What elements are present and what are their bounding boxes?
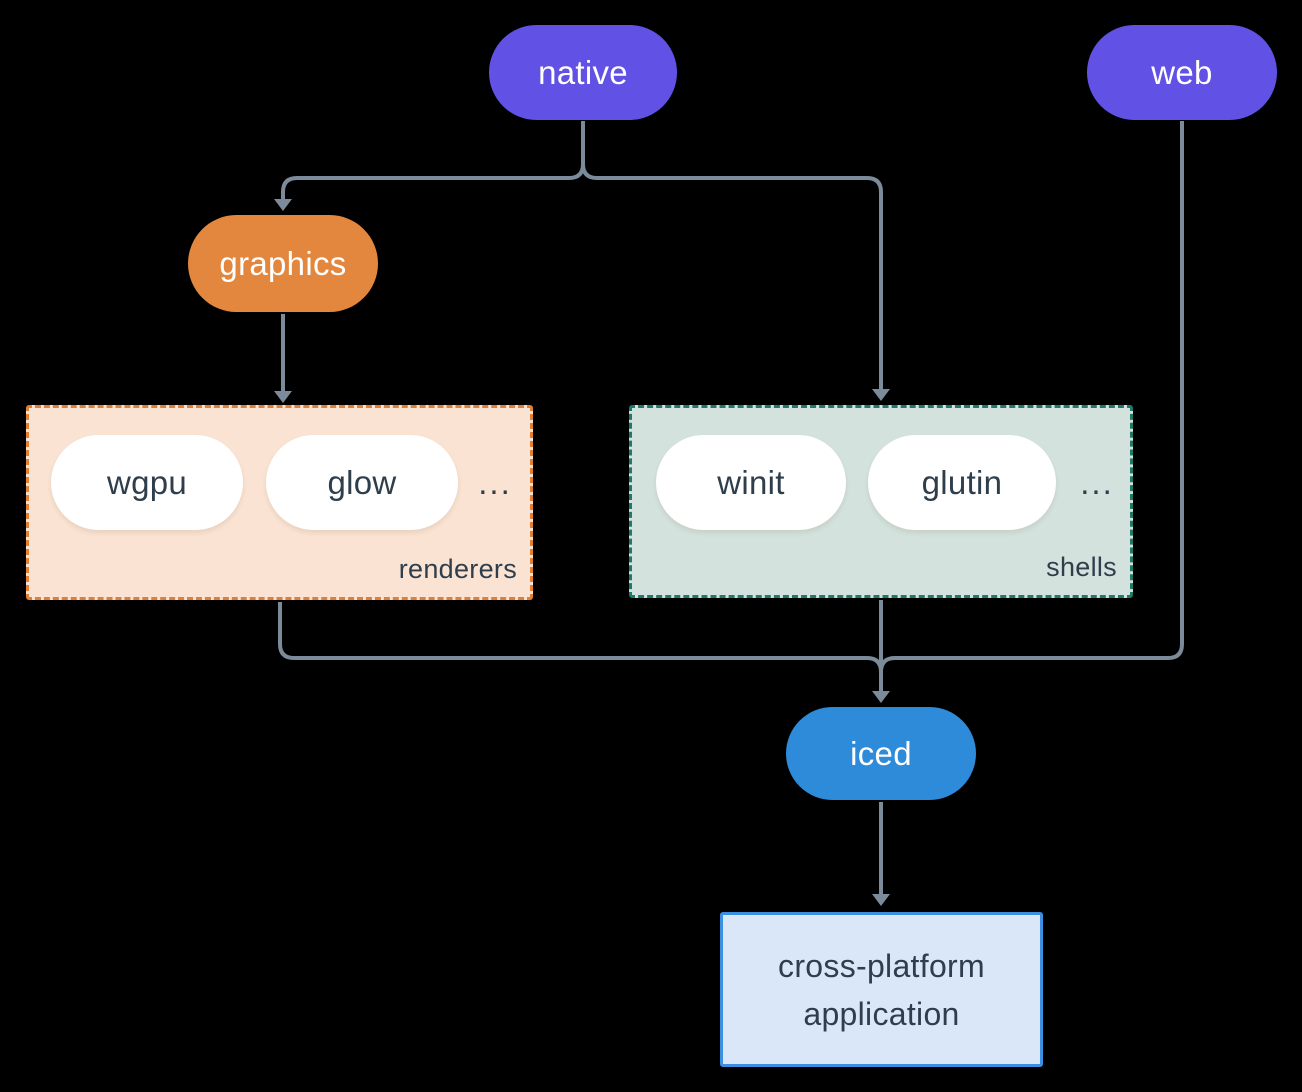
node-glutin-label: glutin xyxy=(921,463,1003,501)
node-glow-label: glow xyxy=(327,463,397,501)
node-graphics: graphics xyxy=(188,215,378,312)
arrowhead-application xyxy=(872,894,890,906)
node-native: native xyxy=(489,25,677,120)
node-web: web xyxy=(1087,25,1277,120)
connector-native-to-graphics xyxy=(281,121,585,199)
shells-ellipsis: ... xyxy=(1080,463,1114,501)
connector-native-to-shells xyxy=(581,163,883,389)
application-label-line2: application xyxy=(803,995,960,1032)
node-wgpu: wgpu xyxy=(51,435,243,530)
node-web-label: web xyxy=(1151,53,1213,91)
group-renderers-label: renderers xyxy=(398,554,517,584)
group-shells-label: shells xyxy=(1046,552,1117,582)
application-label-line1: cross-platform xyxy=(778,947,985,984)
group-shells: winit glutin ... shells xyxy=(629,405,1133,598)
node-wgpu-label: wgpu xyxy=(106,463,188,501)
group-renderers: wgpu glow ... renderers xyxy=(26,405,533,600)
arrowhead-graphics xyxy=(274,199,292,211)
node-iced-label: iced xyxy=(850,734,912,772)
node-iced: iced xyxy=(786,707,976,800)
node-glutin: glutin xyxy=(868,435,1056,530)
connector-renderers-to-iced xyxy=(278,602,883,673)
arrowhead-renderers xyxy=(274,391,292,403)
node-native-label: native xyxy=(538,53,628,91)
arrowhead-shells xyxy=(872,389,890,401)
node-glow: glow xyxy=(266,435,458,530)
renderers-ellipsis: ... xyxy=(478,463,512,501)
node-winit-label: winit xyxy=(717,463,785,501)
node-winit: winit xyxy=(656,435,846,530)
arrowhead-iced xyxy=(872,691,890,703)
node-cross-platform-application: cross-platform application xyxy=(720,912,1043,1067)
node-graphics-label: graphics xyxy=(219,244,347,282)
